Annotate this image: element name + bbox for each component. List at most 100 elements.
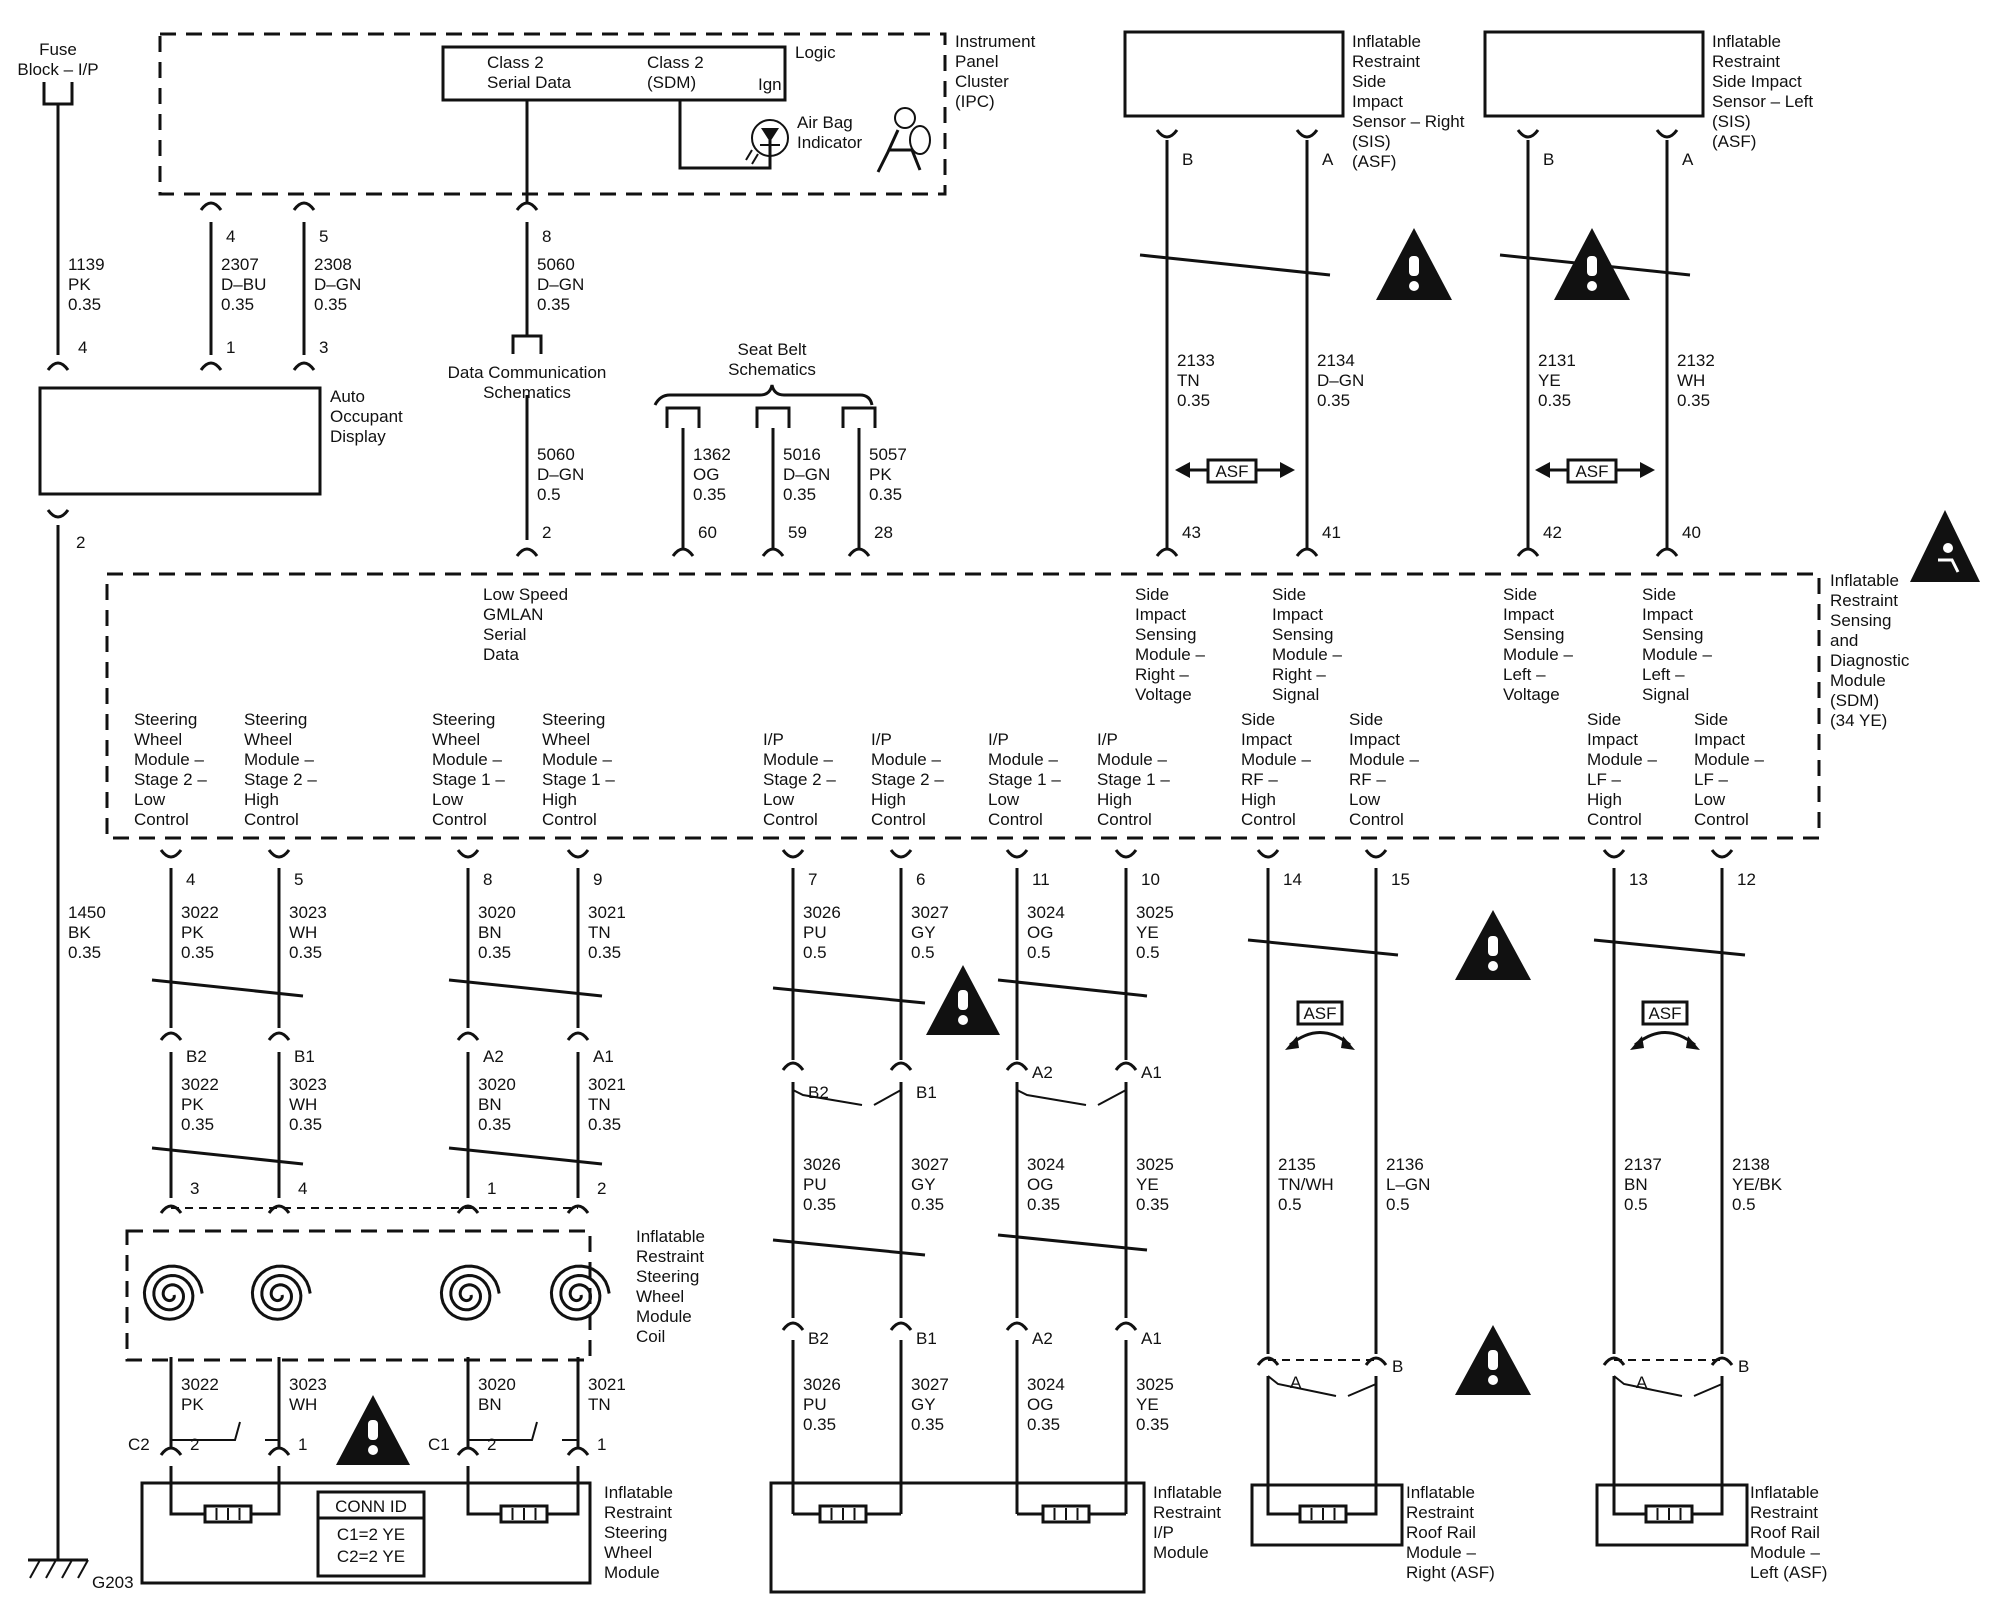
sdm-circuit-2-line: Low	[432, 790, 464, 809]
sdm-sis-left-signal-line: Module –	[1642, 645, 1712, 664]
sdm-circuit-10-line: Control	[1587, 810, 1642, 829]
wire-label-ip3b-line: OG	[1027, 1175, 1053, 1194]
connector-terminal	[456, 1031, 480, 1041]
wire-label-sw4-line: TN	[588, 923, 611, 942]
wire-label-fuse-line: 1139	[68, 255, 105, 274]
sdm-gmlan-label-line: GMLAN	[483, 605, 543, 624]
wire-label-ip4b-line: YE	[1136, 1175, 1159, 1194]
pin-label: 4	[226, 227, 235, 246]
wire-label-ip3-line: 0.5	[1027, 943, 1051, 962]
connector-terminal	[1516, 547, 1540, 557]
wire-label-sw4-line: TN	[588, 1095, 611, 1114]
pin-label: A2	[483, 1047, 504, 1066]
sdm-circuit-7-line: I/P	[1097, 730, 1118, 749]
coil-spiral-icon	[439, 1264, 501, 1321]
connector-terminal	[159, 1204, 183, 1214]
pin-label: 41	[1322, 523, 1341, 542]
wire-label-sisR_b-line: TN	[1177, 371, 1200, 390]
asf-label: ASF	[1206, 458, 1258, 484]
sdm-circuit-11-line: LF –	[1694, 770, 1729, 789]
wire-label-sw4c-line: 3021	[588, 1375, 626, 1394]
wire-label-fuse-line: 0.35	[68, 295, 101, 314]
pin-label: C2	[128, 1435, 150, 1454]
sdm-circuit-10-line: Side	[1587, 710, 1621, 729]
ipc-class2-sdm-label: Class 2(SDM)	[647, 53, 704, 92]
wire-label-sisR_b-line: 2133	[1177, 351, 1215, 370]
wire-label-sw1-line: 3022	[181, 903, 219, 922]
sdm-sis-left-signal-line: Signal	[1642, 685, 1689, 704]
wire-label-ip4b-line: 0.35	[1136, 1195, 1169, 1214]
sdm-circuit-9-line: Module –	[1349, 750, 1419, 769]
sdm-circuit-10-line: Impact	[1587, 730, 1638, 749]
sdm-circuit-9-line: Impact	[1349, 730, 1400, 749]
wire-label-sw1-line: 0.35	[181, 943, 214, 962]
wire-label-ipc8-line: D–GN	[537, 275, 584, 294]
coil-module	[125, 1229, 592, 1362]
pin-label: 2	[487, 1435, 496, 1454]
pin-label: B2	[808, 1329, 829, 1348]
pin-label: 15	[1391, 870, 1410, 889]
sw-module-label-line: Inflatable	[604, 1483, 673, 1502]
pin-label: 1	[597, 1435, 606, 1454]
connector-terminal	[1655, 129, 1679, 139]
sdm-label-line: (SDM)	[1830, 691, 1879, 710]
sis-right-label-line: (ASF)	[1352, 152, 1396, 171]
sdm-circuit-7-line: Control	[1097, 810, 1152, 829]
ip-module-label-line: Inflatable	[1153, 1483, 1222, 1502]
sdm-sis-left-voltage-line: Left –	[1503, 665, 1546, 684]
wire-label-sw4-line: 0.35	[588, 1115, 621, 1134]
pin-label: 2	[597, 1179, 606, 1198]
pin-label: 5	[294, 870, 303, 889]
pin-label: A	[1290, 1373, 1302, 1392]
svg-text:C1=2 YE: C1=2 YE	[337, 1525, 405, 1544]
connector-terminal	[159, 1031, 183, 1041]
pin-label: 3	[190, 1179, 199, 1198]
wire-label-sisR_b-line: 0.35	[1177, 391, 1210, 410]
wire-label-sw4c-line: TN	[588, 1395, 611, 1414]
wire-label-ip3-line: OG	[1027, 923, 1053, 942]
sdm-label-line: Diagnostic	[1830, 651, 1910, 670]
connector-terminal	[889, 1061, 913, 1071]
ipc-class2-serial-label-line: Serial Data	[487, 73, 572, 92]
pin-label: 11	[1032, 870, 1050, 889]
data-comm-label-line: Data Communication	[448, 363, 607, 382]
sdm-circuit-11-line: Low	[1694, 790, 1726, 809]
fuse-block-label-line: Block – I/P	[17, 60, 98, 79]
connector-terminal	[1114, 1321, 1138, 1331]
ipc-label-line: Cluster	[955, 72, 1009, 91]
wire-label-sw1c-line: PK	[181, 1395, 204, 1414]
aod-label-line: Display	[330, 427, 386, 446]
coil-label: InflatableRestraintSteeringWheelModuleCo…	[636, 1227, 705, 1346]
sdm-sis-right-voltage-line: Voltage	[1135, 685, 1192, 704]
wire-label-sw4-line: 3021	[588, 903, 626, 922]
warning-icon	[336, 1395, 410, 1465]
roof-right-label-line: Right (ASF)	[1406, 1563, 1495, 1582]
pin-label: 9	[593, 870, 602, 889]
sdm-circuit-8-line: RF –	[1241, 770, 1278, 789]
pin-label: 7	[808, 870, 817, 889]
pin-label: B1	[294, 1047, 315, 1066]
sdm-circuit-2-line: Control	[432, 810, 487, 829]
sw-module-label-line: Wheel	[604, 1543, 652, 1562]
wire-label-sw1c-line: 3022	[181, 1375, 219, 1394]
wire-label-rl2-line: YE/BK	[1732, 1175, 1783, 1194]
sis-right-label-line: Sensor – Right	[1352, 112, 1465, 131]
wire-label-sw2-line: 3023	[289, 1075, 327, 1094]
sdm-circuit-11-line: Side	[1694, 710, 1728, 729]
sdm-circuit-1-line: Steering	[244, 710, 307, 729]
airbag-indicator-icon	[745, 119, 789, 165]
